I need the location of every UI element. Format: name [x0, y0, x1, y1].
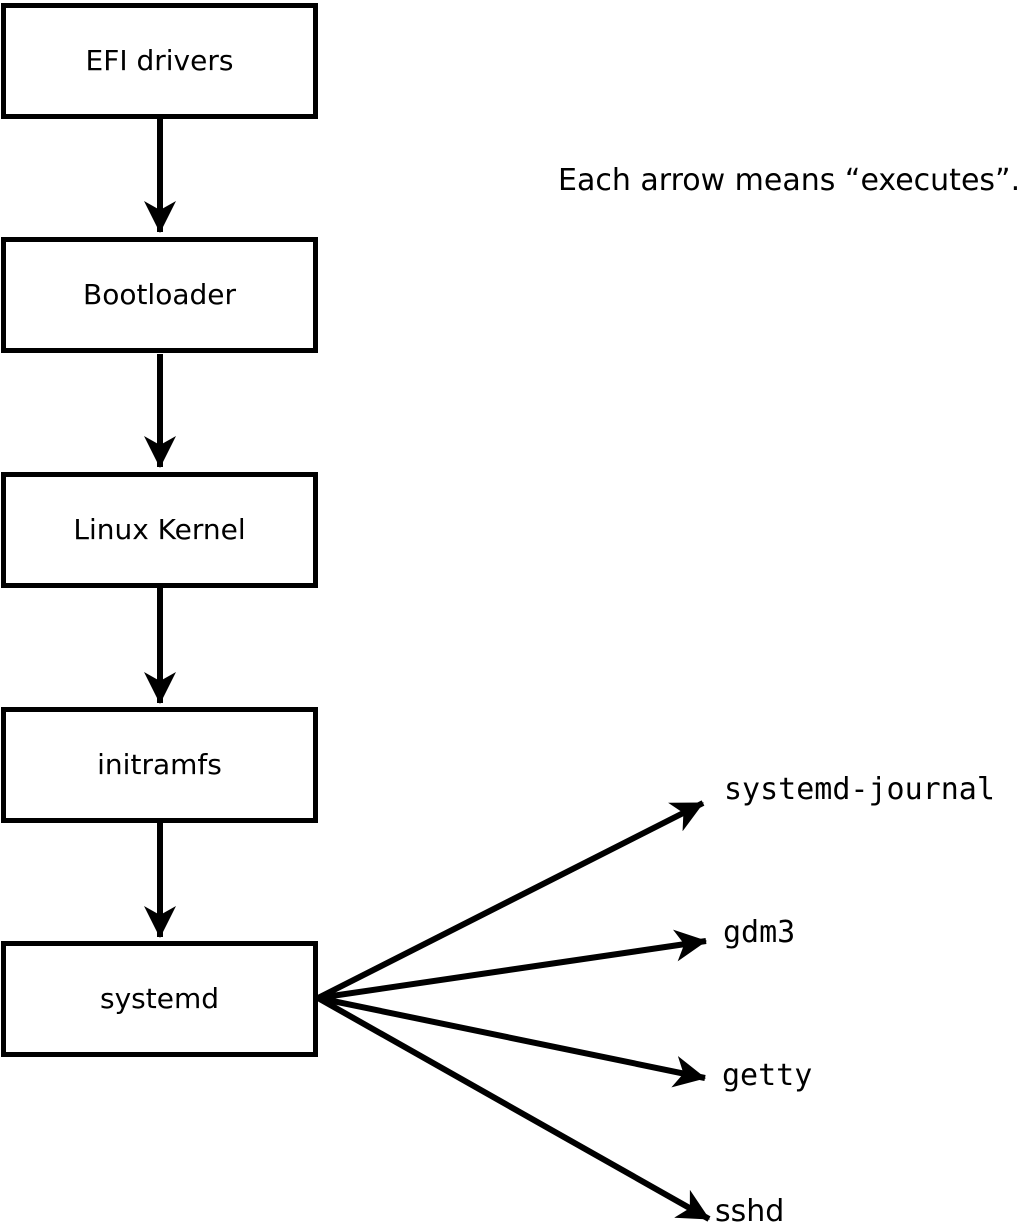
note-arrow-meaning: Each arrow means “executes”.: [558, 163, 1021, 198]
arrow-systemd-to-sshd: [316, 995, 711, 1222]
label-gdm3: gdm3: [723, 915, 796, 950]
label-systemd-journal: systemd-journal: [724, 772, 995, 807]
arrow-systemd-to-journal: [316, 800, 705, 1001]
node-initramfs: initramfs: [1, 707, 318, 823]
label-getty: getty: [722, 1058, 813, 1093]
node-efi-drivers-label: EFI drivers: [85, 44, 234, 77]
node-efi-drivers: EFI drivers: [1, 3, 318, 119]
arrow-systemd-to-gdm3: [317, 929, 707, 1001]
node-linux-kernel-label: Linux Kernel: [73, 513, 246, 546]
node-bootloader: Bootloader: [1, 237, 318, 353]
node-linux-kernel: Linux Kernel: [1, 472, 318, 588]
node-initramfs-label: initramfs: [97, 748, 222, 781]
arrow-systemd-to-getty: [317, 995, 706, 1088]
label-sshd: sshd: [715, 1194, 785, 1229]
node-systemd-label: systemd: [100, 982, 219, 1015]
node-systemd: systemd: [1, 941, 318, 1057]
node-bootloader-label: Bootloader: [82, 278, 237, 311]
